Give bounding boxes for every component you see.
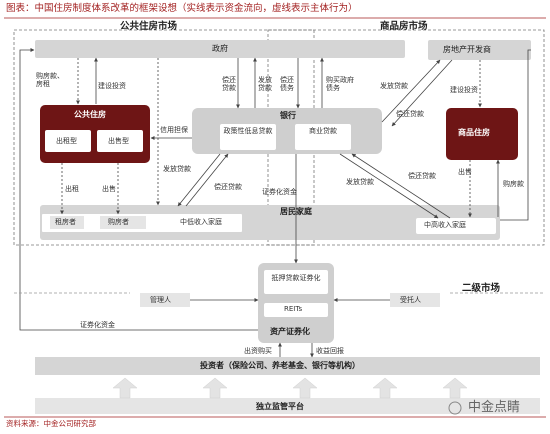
commercial-market-label: 商品房市场 <box>380 21 428 32</box>
abs-label: 资产证券化 <box>270 327 310 336</box>
edge-build-invest: 建设投资 <box>98 82 126 90</box>
buyer-label: 购房者 <box>108 218 129 226</box>
households-label: 居民家庭 <box>280 207 312 216</box>
edge-return: 收益回报 <box>316 347 344 355</box>
edge-invest-buy: 出资购买 <box>244 347 272 355</box>
government-box <box>35 40 405 58</box>
low-income-label: 中低收入家庭 <box>180 218 222 226</box>
public-market-label: 公共住房市场 <box>120 21 178 32</box>
mortgage-sec-label: 抵押贷款证券化 <box>271 274 321 282</box>
commercial-market-frame <box>267 29 545 246</box>
wechat-icon <box>448 401 462 415</box>
developer-box <box>428 40 531 60</box>
figure-title: 图表：中国住房制度体系改革的框架设想（实线表示资金流向，虚线表示主体行为） <box>6 3 358 14</box>
edge-sell-out: 出售 <box>102 185 116 193</box>
edge-buy-land: 购房款、房租 <box>36 72 64 89</box>
manager-box <box>140 293 190 307</box>
developer-label: 房地产开发商 <box>443 45 491 54</box>
edge-rent-out: 出租 <box>65 185 79 193</box>
rent-housing-box <box>45 130 91 152</box>
rent-housing-label: 出租型 <box>56 137 77 145</box>
edge-repay-4: 偿还贷款 <box>214 183 242 191</box>
high-income-label: 中高收入家庭 <box>424 221 466 229</box>
regulator-arrows <box>112 377 468 399</box>
sale-housing-label: 出售型 <box>108 137 129 145</box>
edge-sell: 出售 <box>458 168 472 176</box>
government-label: 政府 <box>212 44 228 53</box>
edge-buy-payment: 购房款 <box>503 180 524 188</box>
edge-issue-loan-3: 发放贷款 <box>163 165 191 173</box>
bank-label: 银行 <box>280 111 296 120</box>
policy-loan-label: 政策性低息贷款 <box>223 127 273 135</box>
trustee-label: 受托人 <box>400 296 421 304</box>
edge-sec-funds-1: 证券化资金 <box>262 188 297 196</box>
edge-sec-funds-2: 证券化资金 <box>80 321 115 329</box>
trustee-box <box>390 293 440 307</box>
edge-buy-gov-bond: 购买政府债务 <box>326 76 354 93</box>
commercial-housing-box <box>446 108 518 160</box>
commercial-loan-label: 商业贷款 <box>309 127 337 135</box>
investors-label: 投资者（保险公司、养老基金、银行等机构） <box>200 361 360 370</box>
policy-loan-box <box>220 124 276 150</box>
mortgage-sec-box <box>264 270 328 294</box>
edge-repay-3: 偿还贷款 <box>396 110 424 118</box>
regulator-box <box>35 398 540 414</box>
edge-issue-loan-4: 发放贷款 <box>346 178 374 186</box>
commercial-housing-label: 商品住房 <box>458 128 490 137</box>
edge-issue-loan-2: 发放贷款 <box>380 82 408 90</box>
source-note: 资料来源：中金公司研究部 <box>6 419 96 428</box>
investors-box <box>35 357 540 375</box>
secondary-market-label: 二级市场 <box>462 283 501 294</box>
tenant-label: 租房者 <box>55 218 76 226</box>
manager-label: 管理人 <box>150 296 171 304</box>
edge-build-invest-2: 建设投资 <box>450 86 478 94</box>
reits-box <box>264 303 328 317</box>
tenant-box <box>50 216 84 229</box>
watermark: 中金点睛 <box>468 400 521 415</box>
edge-issue-loan-1: 发放贷款 <box>258 76 272 93</box>
edge-repay-2: 偿还债务 <box>280 76 294 93</box>
edge-repay-1: 偿还贷款 <box>222 76 236 93</box>
buyer-box <box>100 216 146 229</box>
edge-credit-guarantee: 信用担保 <box>160 126 188 134</box>
sale-housing-box <box>97 130 143 152</box>
reits-label: REITs <box>284 305 303 313</box>
edge-repay-5: 偿还贷款 <box>408 172 436 180</box>
commercial-loan-box <box>295 124 351 150</box>
high-income-box <box>416 218 496 234</box>
public-housing-label: 公共住房 <box>74 110 106 119</box>
regulator-label: 独立监管平台 <box>256 402 304 411</box>
